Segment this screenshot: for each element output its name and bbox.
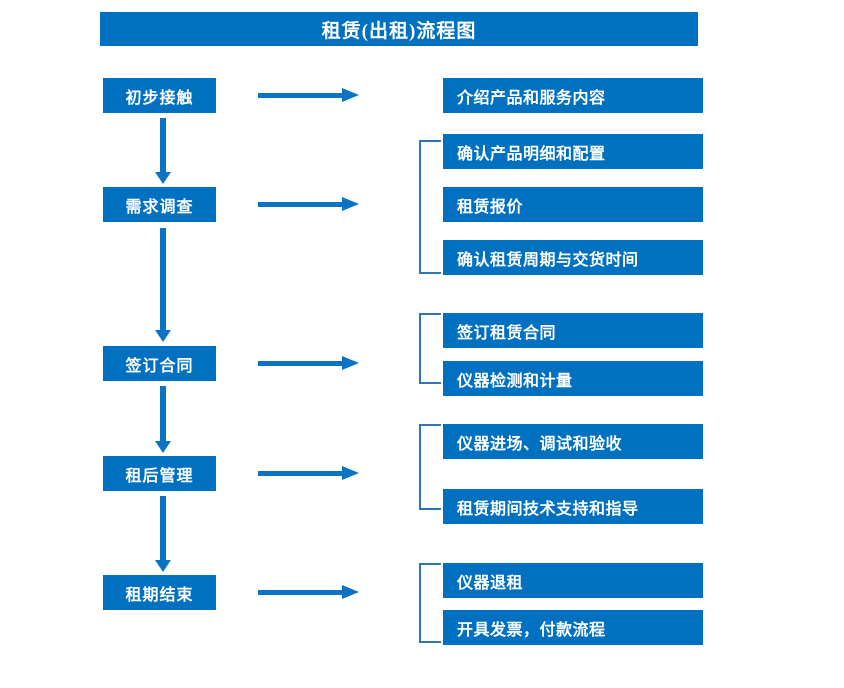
horizontal-arrow-2 (258, 197, 362, 211)
detail-box-g5-2[interactable]: 开具发票，付款流程 (443, 610, 703, 645)
detail-box-g1-1[interactable]: 介绍产品和服务内容 (443, 78, 703, 113)
stage-box-1[interactable]: 初步接触 (103, 78, 216, 113)
stage-box-3[interactable]: 签订合同 (103, 346, 216, 381)
horizontal-arrow-3 (258, 356, 362, 370)
detail-box-g4-1[interactable]: 仪器进场、调试和验收 (443, 424, 703, 459)
vertical-arrow-3-to-4 (155, 386, 171, 453)
detail-box-g3-1[interactable]: 签订租赁合同 (443, 313, 703, 348)
horizontal-arrow-1 (258, 88, 362, 102)
detail-box-g5-1[interactable]: 仪器退租 (443, 563, 703, 598)
group-bracket-5 (419, 563, 441, 643)
vertical-arrow-1-to-2 (155, 118, 171, 184)
detail-box-g2-3[interactable]: 确认租赁周期与交货时间 (443, 240, 703, 275)
group-bracket-4 (419, 424, 441, 510)
detail-box-g4-2[interactable]: 租赁期间技术支持和指导 (443, 489, 703, 524)
stage-box-5[interactable]: 租期结束 (103, 575, 216, 610)
page-title: 租赁(出租)流程图 (100, 12, 698, 46)
detail-box-g2-2[interactable]: 租赁报价 (443, 187, 703, 222)
group-bracket-2 (419, 140, 441, 274)
detail-box-g2-1[interactable]: 确认产品明细和配置 (443, 134, 703, 169)
horizontal-arrow-4 (258, 466, 362, 480)
vertical-arrow-2-to-3 (155, 228, 171, 342)
group-bracket-3 (419, 313, 441, 384)
stage-box-2[interactable]: 需求调查 (103, 187, 216, 222)
detail-box-g3-2[interactable]: 仪器检测和计量 (443, 361, 703, 396)
stage-box-4[interactable]: 租后管理 (103, 456, 216, 491)
vertical-arrow-4-to-5 (155, 496, 171, 572)
horizontal-arrow-5 (258, 585, 362, 599)
